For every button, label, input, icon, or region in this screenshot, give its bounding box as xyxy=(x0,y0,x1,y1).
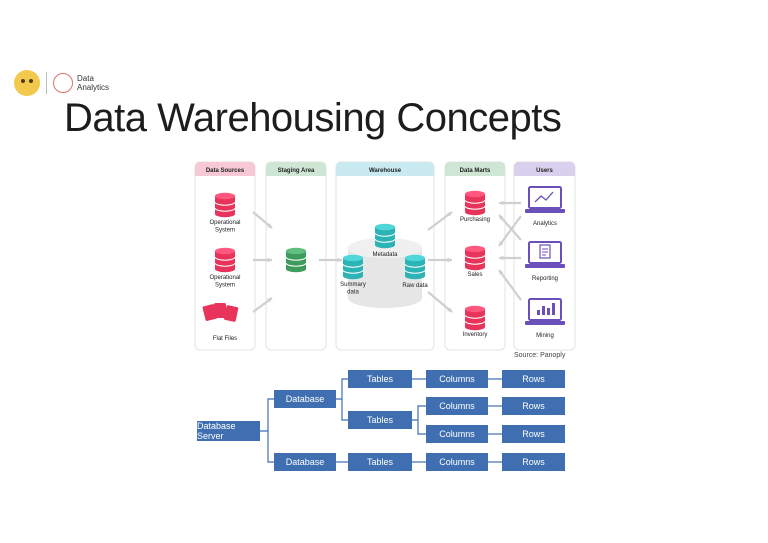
arrow-src3-staging-head xyxy=(267,298,272,303)
connector-server-databases xyxy=(260,398,274,463)
arrow-src2-staging-head xyxy=(267,257,272,263)
flat-file-sheet-1 xyxy=(202,304,218,321)
source-note: Source: Panoply xyxy=(514,352,566,359)
mart-db-icon-3 xyxy=(464,305,486,331)
arrow-user2-mart1 xyxy=(498,214,522,241)
metadata-db-icon xyxy=(374,223,396,249)
columns-box-4: Columns xyxy=(426,453,488,471)
rows-box-4: Rows xyxy=(502,453,565,471)
mart-label-3: Inventory xyxy=(463,332,488,338)
mart-db-icon-1 xyxy=(464,190,486,216)
arrow-user2-mart1-head xyxy=(499,215,504,220)
magnifier-logo-icon xyxy=(53,73,73,93)
database-box-1: Database xyxy=(274,390,336,408)
tables-box-3: Tables xyxy=(348,453,412,471)
arrow-src1-staging-head xyxy=(267,223,272,228)
database-box-2: Database xyxy=(274,453,336,471)
columns-box-3: Columns xyxy=(426,425,488,443)
brand-line1: Data xyxy=(77,74,94,83)
panel-label-5: Users xyxy=(536,168,553,174)
rawdata-label: Raw data xyxy=(402,283,428,289)
rawdata-db-icon xyxy=(404,254,426,280)
arrow-user2-mart2-head xyxy=(499,255,504,261)
panel-header-3 xyxy=(336,162,434,176)
connector-tables2-columns xyxy=(412,405,426,435)
mining-bar-2 xyxy=(542,306,545,315)
warehouse-base-body xyxy=(348,248,422,308)
rows-box-3: Rows xyxy=(502,425,565,443)
laptop-base-3 xyxy=(525,321,565,325)
flat-file-sheet-2 xyxy=(214,303,226,318)
user-label-2: Reporting xyxy=(532,276,558,282)
columns-box-2: Columns xyxy=(426,397,488,415)
laptop-base-1 xyxy=(525,209,565,213)
panel-label-2: Staging Area xyxy=(278,168,315,174)
arrow-warehouse-mart3-head xyxy=(447,307,452,312)
report-lines-icon xyxy=(542,248,548,256)
user-label-3: Mining xyxy=(536,333,554,339)
brand-line2: Analytics xyxy=(77,83,110,92)
panel-header-2 xyxy=(266,162,326,176)
rows-box-2: Rows xyxy=(502,397,565,415)
metadata-label: Metadata xyxy=(372,252,398,258)
flat-file-sheet-3 xyxy=(223,305,239,322)
columns-box-1: Columns xyxy=(426,370,488,388)
source-db-icon-1 xyxy=(214,192,236,218)
panel-header-1 xyxy=(195,162,255,176)
page-title: Data Warehousing Concepts xyxy=(64,96,562,140)
connector-db1-tables xyxy=(336,378,348,421)
tables-box-1: Tables xyxy=(348,370,412,388)
database-server-box: Database Server xyxy=(197,421,260,441)
tables-box-2: Tables xyxy=(348,411,412,429)
mart-label-1: Purchasing xyxy=(460,217,490,223)
mining-bar-1 xyxy=(537,310,540,315)
panel-header-4 xyxy=(445,162,505,176)
mart-label-2: Sales xyxy=(467,272,482,278)
arrow-warehouse-mart1-head xyxy=(447,212,452,217)
mart-db-icon-2 xyxy=(464,245,486,271)
arrow-user3-mart2 xyxy=(498,269,522,301)
mining-bar-3 xyxy=(547,308,550,315)
analytics-chart-icon xyxy=(534,191,554,203)
staging-db-icon xyxy=(285,247,307,273)
arrow-staging-warehouse-head xyxy=(337,257,342,263)
source-db-icon-2 xyxy=(214,247,236,273)
panel-label-4: Data Marts xyxy=(460,168,491,174)
arrow-warehouse-mart1 xyxy=(427,211,453,231)
arrow-user1-mart2 xyxy=(498,215,522,247)
arrow-user1-mart1-head xyxy=(499,200,504,206)
report-doc-icon xyxy=(539,244,551,259)
arrow-user1-mart2-head xyxy=(499,241,504,246)
user-label-1: Analytics xyxy=(533,221,557,227)
brand-text: Data Analytics xyxy=(77,74,109,92)
panel-header-5 xyxy=(514,162,575,176)
brand-logo: Data Analytics xyxy=(14,70,109,96)
panel-label-3: Warehouse xyxy=(369,168,402,174)
arrow-user3-mart2-head xyxy=(499,270,504,275)
laptop-screen-2 xyxy=(528,241,562,264)
arrow-warehouse-mart2-head xyxy=(447,257,452,263)
panel-label-1: Data Sources xyxy=(206,168,245,174)
source-label-3: Flat Files xyxy=(213,336,237,342)
face-logo-icon xyxy=(14,70,40,96)
laptop-base-2 xyxy=(525,264,565,268)
logo-divider xyxy=(46,72,47,94)
mining-bar-4 xyxy=(552,303,555,315)
arrow-warehouse-mart3 xyxy=(427,291,453,313)
rows-box-1: Rows xyxy=(502,370,565,388)
summary-db-icon xyxy=(342,254,364,280)
